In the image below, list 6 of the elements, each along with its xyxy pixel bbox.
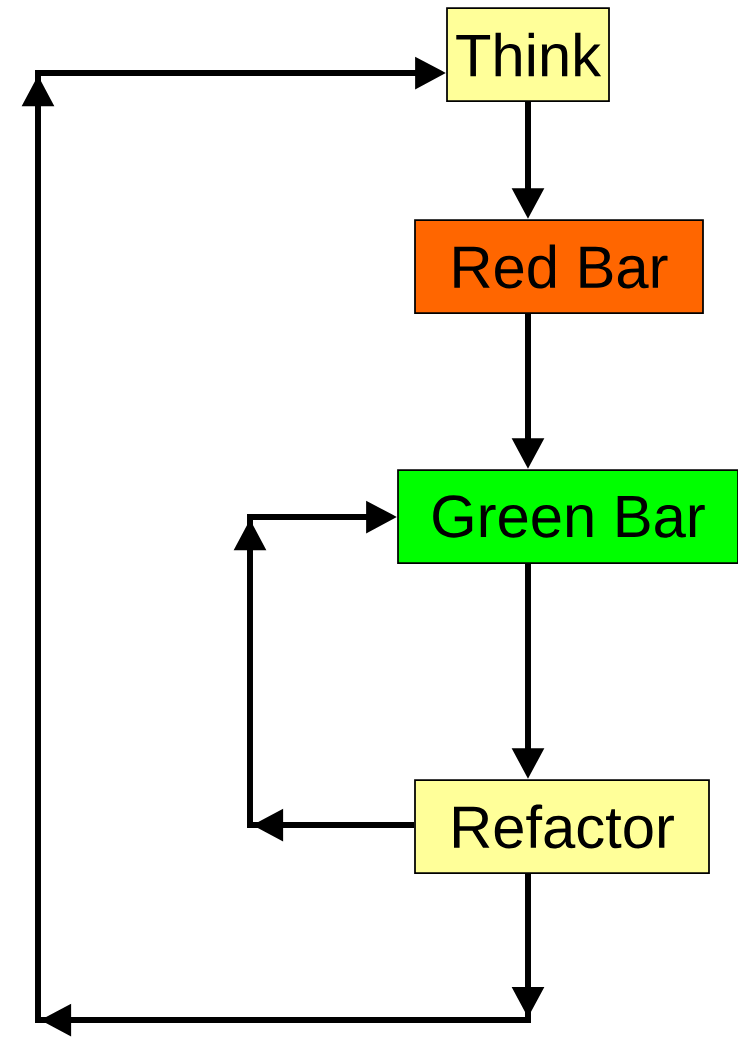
process-box: Red Bar bbox=[414, 219, 704, 314]
process-box: Think bbox=[446, 7, 610, 102]
arrow bbox=[233, 500, 415, 842]
arrow bbox=[21, 56, 545, 1037]
process-box: Green Bar bbox=[397, 469, 738, 564]
process-box: Refactor bbox=[414, 779, 710, 874]
